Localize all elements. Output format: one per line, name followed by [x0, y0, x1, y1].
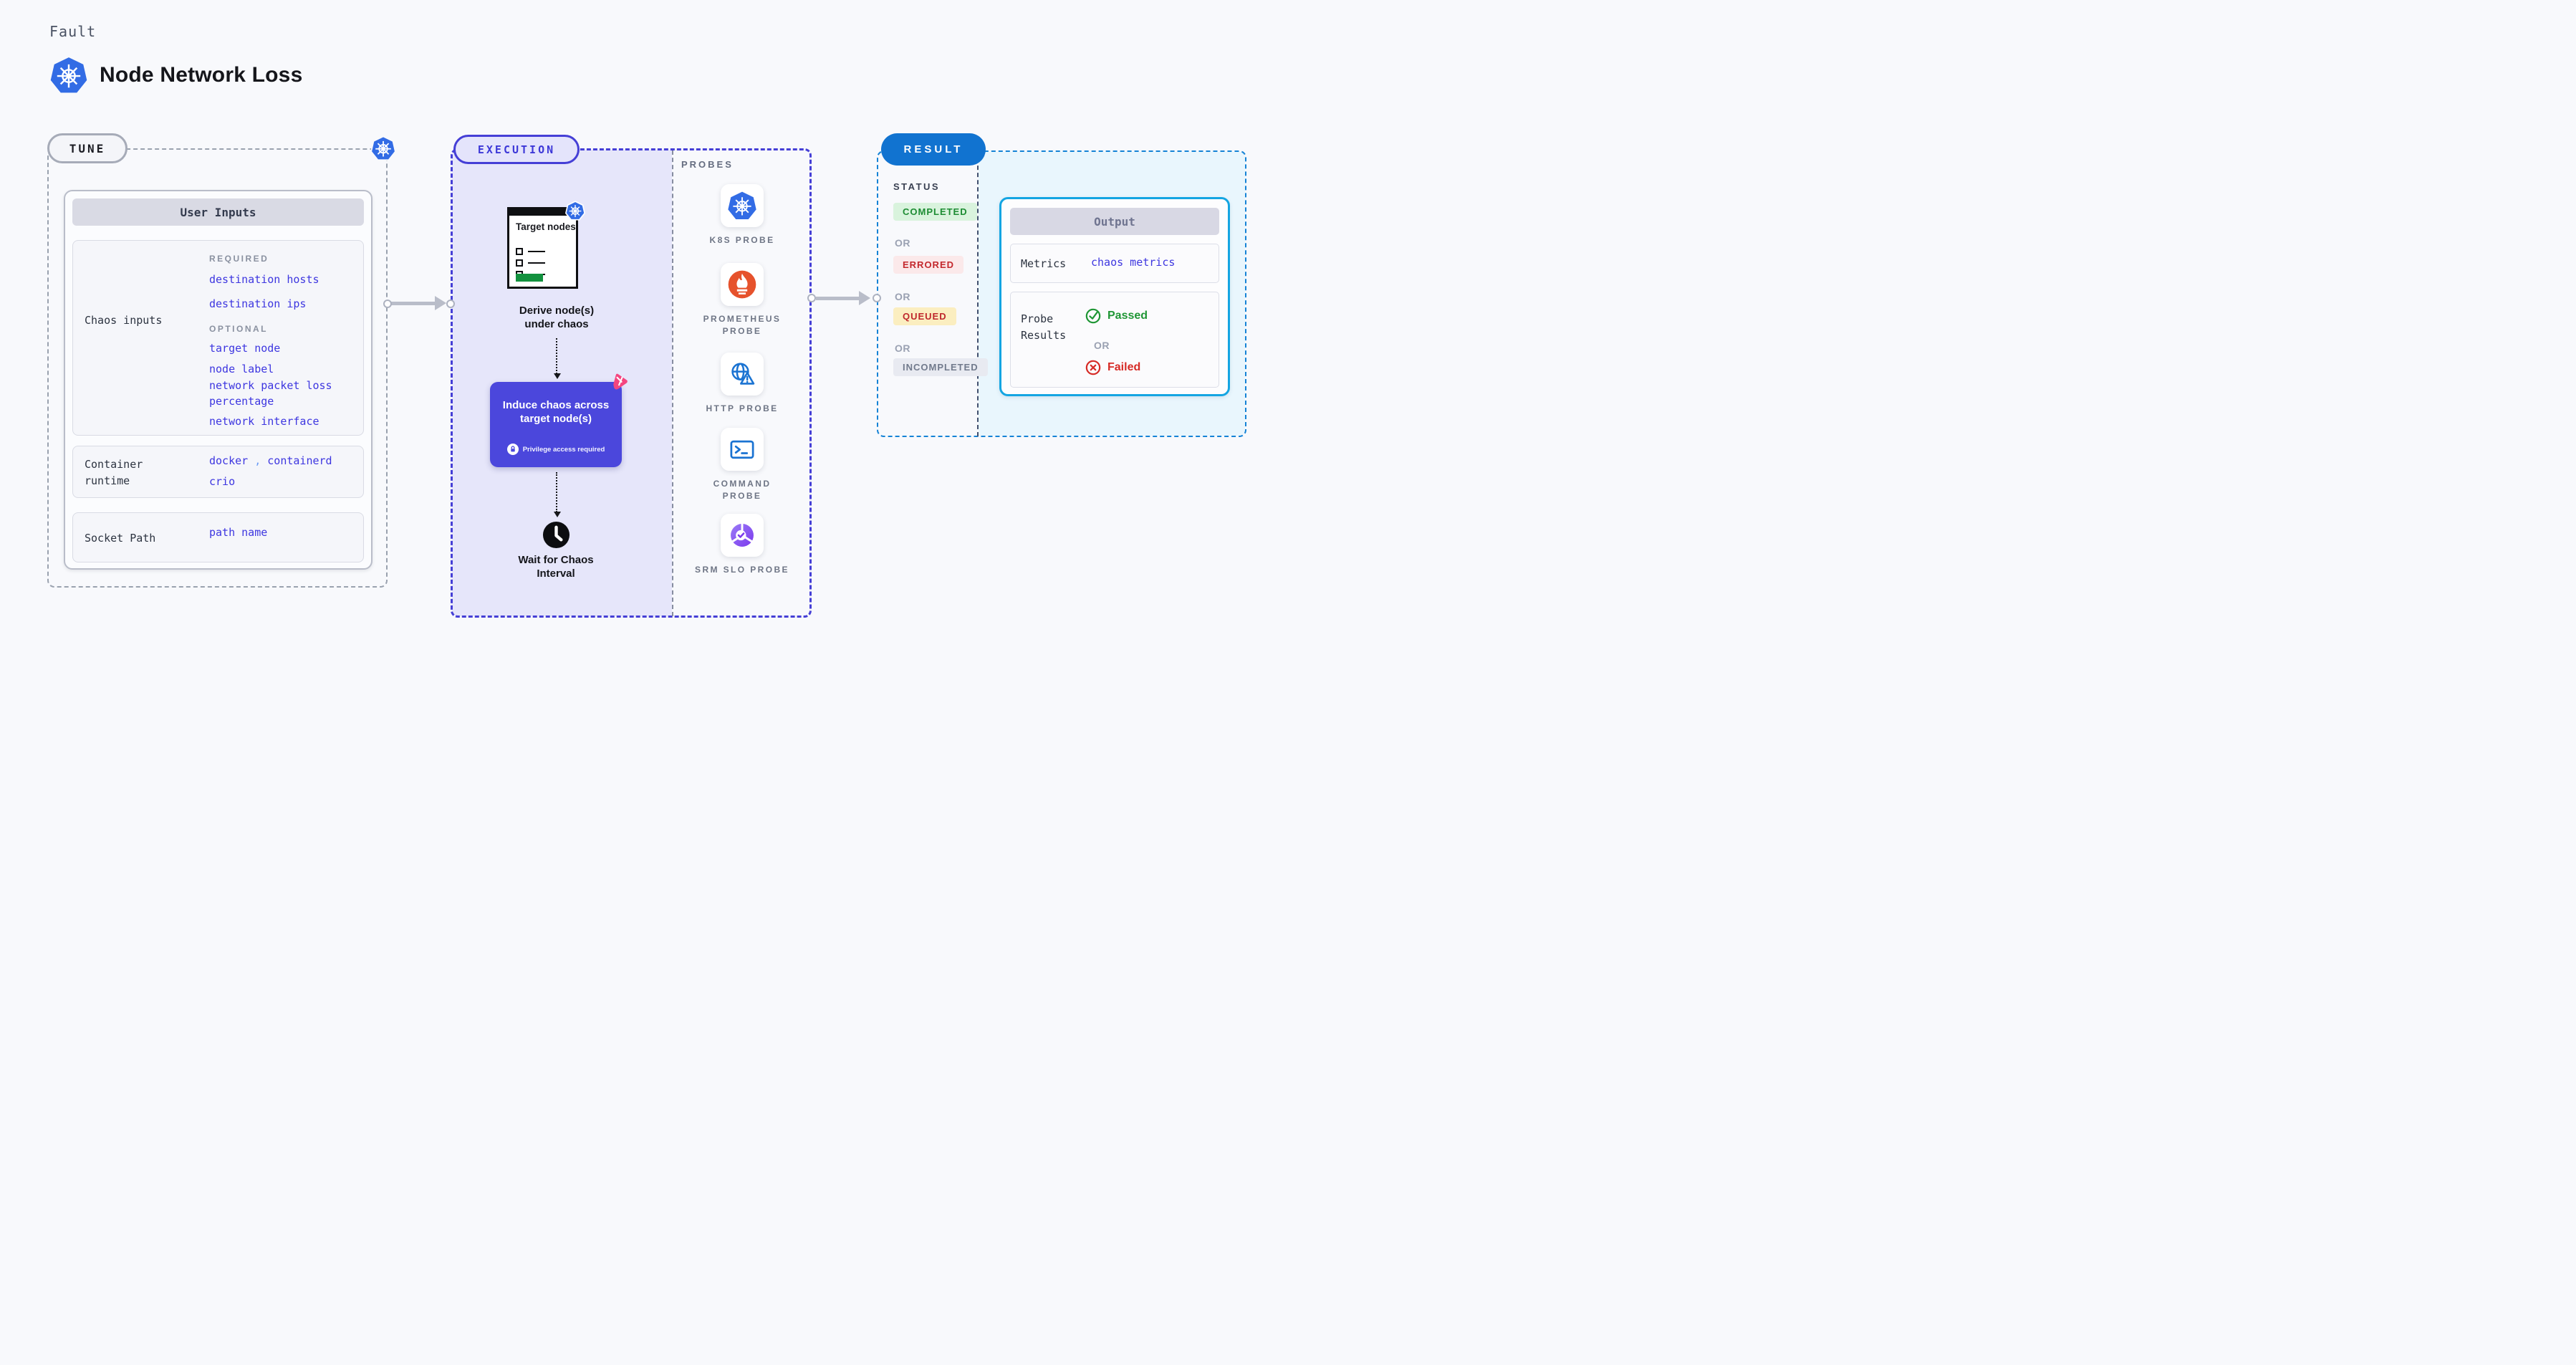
failed-label: Failed: [1107, 361, 1141, 373]
execution-pill: EXECUTION: [453, 135, 580, 164]
socket-path-label: Socket Path: [85, 532, 156, 545]
required-label: REQUIRED: [209, 254, 269, 264]
page-title: Node Network Loss: [100, 63, 303, 87]
tunable-target-node[interactable]: target node: [209, 342, 281, 355]
target-nodes-card: Target nodes: [507, 207, 578, 289]
passed-check-icon: [1085, 308, 1101, 324]
or-label: OR: [895, 291, 910, 302]
status-badge-errored: ERRORED: [893, 256, 964, 274]
command-probe-card: [721, 428, 764, 471]
clock-icon: [542, 521, 570, 552]
target-nodes-titlebar: [509, 209, 576, 216]
status-badge-incompleted: INCOMPLETED: [893, 358, 988, 376]
connector-dot: [873, 294, 881, 302]
induce-chaos-card: Induce chaos across target node(s) Privi…: [490, 382, 622, 467]
runtime-containerd[interactable]: containerd: [267, 454, 332, 467]
prometheus-icon: [727, 269, 757, 300]
step-arrow-down: [553, 338, 561, 379]
tunable-network-interface[interactable]: network interface: [209, 415, 319, 428]
progress-bar: [516, 274, 543, 282]
tunable-destination-hosts[interactable]: destination hosts: [209, 273, 319, 286]
runtime-separator: ,: [254, 454, 261, 467]
socket-path-row: Socket Path path name: [72, 512, 364, 562]
target-nodes-kubernetes-badge: [564, 201, 586, 224]
tune-kubernetes-icon: [370, 135, 396, 165]
output-card: Output Metrics chaos metrics Probe Resul…: [999, 197, 1230, 396]
chaos-inputs-label: Chaos inputs: [85, 314, 163, 327]
status-column-label: STATUS: [893, 181, 941, 192]
srm-slo-probe-card: [721, 514, 764, 557]
tune-to-execution-arrow: [391, 296, 446, 310]
execution-section-frame: [451, 148, 812, 618]
tunable-node-label[interactable]: node label: [209, 363, 274, 375]
execution-probes-divider: [672, 150, 673, 616]
metrics-row: Metrics chaos metrics: [1010, 244, 1219, 283]
status-badge-completed: COMPLETED: [893, 203, 977, 221]
passed-label: Passed: [1107, 310, 1148, 322]
checkbox-icon: [516, 248, 523, 255]
metrics-label: Metrics: [1021, 257, 1067, 270]
status-badge-queued: QUEUED: [893, 307, 956, 325]
user-inputs-header: User Inputs: [72, 198, 364, 226]
srm-slo-probe-label: SRM SLO PROBE: [695, 565, 789, 575]
tune-pill: TUNE: [47, 133, 128, 163]
terminal-icon: [727, 434, 757, 464]
or-label: OR: [895, 237, 910, 249]
user-inputs-card: User Inputs Chaos inputs REQUIRED destin…: [64, 190, 373, 570]
kubernetes-icon: [727, 191, 757, 221]
fault-eyebrow: Fault: [49, 23, 97, 40]
lock-icon: [506, 444, 519, 455]
induce-step-label: Induce chaos across target node(s): [502, 399, 610, 425]
chaos-pink-icon: [610, 371, 630, 395]
wait-step-label: Wait for Chaos Interval: [518, 554, 594, 580]
result-pill: RESULT: [881, 133, 986, 166]
output-header: Output: [1010, 208, 1219, 235]
container-runtime-label: Container runtime: [85, 458, 143, 487]
derive-step-label: Derive node(s) under chaos: [519, 305, 595, 331]
prometheus-probe-label: PROMETHEUS PROBE: [703, 314, 782, 337]
privilege-note: Privilege access required: [522, 445, 605, 454]
k8s-probe-label: K8S PROBE: [709, 235, 775, 245]
probes-column-label: PROBES: [681, 159, 734, 170]
http-probe-card: [721, 353, 764, 396]
slo-pie-check-icon: [727, 520, 757, 550]
tunable-destination-ips[interactable]: destination ips: [209, 297, 307, 310]
runtime-docker[interactable]: docker: [209, 454, 249, 467]
target-nodes-title: Target nodes: [516, 221, 576, 232]
prometheus-probe-card: [721, 263, 764, 306]
tunable-network-packet-loss-percentage[interactable]: network packet loss percentage: [209, 379, 332, 408]
runtime-crio[interactable]: crio: [209, 475, 236, 488]
container-runtime-row: Container runtime docker , containerd cr…: [72, 446, 364, 498]
list-line: [528, 262, 545, 264]
result-status-divider: [977, 151, 979, 436]
chaos-inputs-row: Chaos inputs REQUIRED destination hosts …: [72, 240, 364, 436]
kubernetes-logo-icon: [49, 56, 88, 95]
probe-results-row: Probe Results Passed OR F: [1010, 292, 1219, 388]
metrics-value[interactable]: chaos metrics: [1091, 256, 1176, 269]
tune-section-frame: [47, 148, 388, 588]
probe-results-label: Probe Results: [1021, 312, 1067, 342]
k8s-probe-card: [721, 184, 764, 227]
execution-to-result-arrow: [816, 291, 870, 305]
failed-cross-icon: [1085, 360, 1101, 375]
connector-dot: [383, 300, 392, 308]
step-arrow-down: [553, 472, 561, 517]
connector-dot: [807, 294, 816, 302]
or-label: OR: [895, 343, 910, 354]
checkbox-icon: [516, 259, 523, 267]
optional-label: OPTIONAL: [209, 324, 268, 334]
http-probe-label: HTTP PROBE: [706, 403, 779, 413]
command-probe-label: COMMAND PROBE: [713, 479, 772, 502]
http-globe-warning-icon: [727, 359, 757, 389]
connector-dot: [446, 300, 455, 308]
or-label: OR: [1094, 340, 1110, 351]
fault-diagram-canvas: Fault Node Network Loss TUNE: [0, 0, 1288, 682]
list-line: [528, 251, 545, 252]
socket-path-value[interactable]: path name: [209, 526, 268, 539]
